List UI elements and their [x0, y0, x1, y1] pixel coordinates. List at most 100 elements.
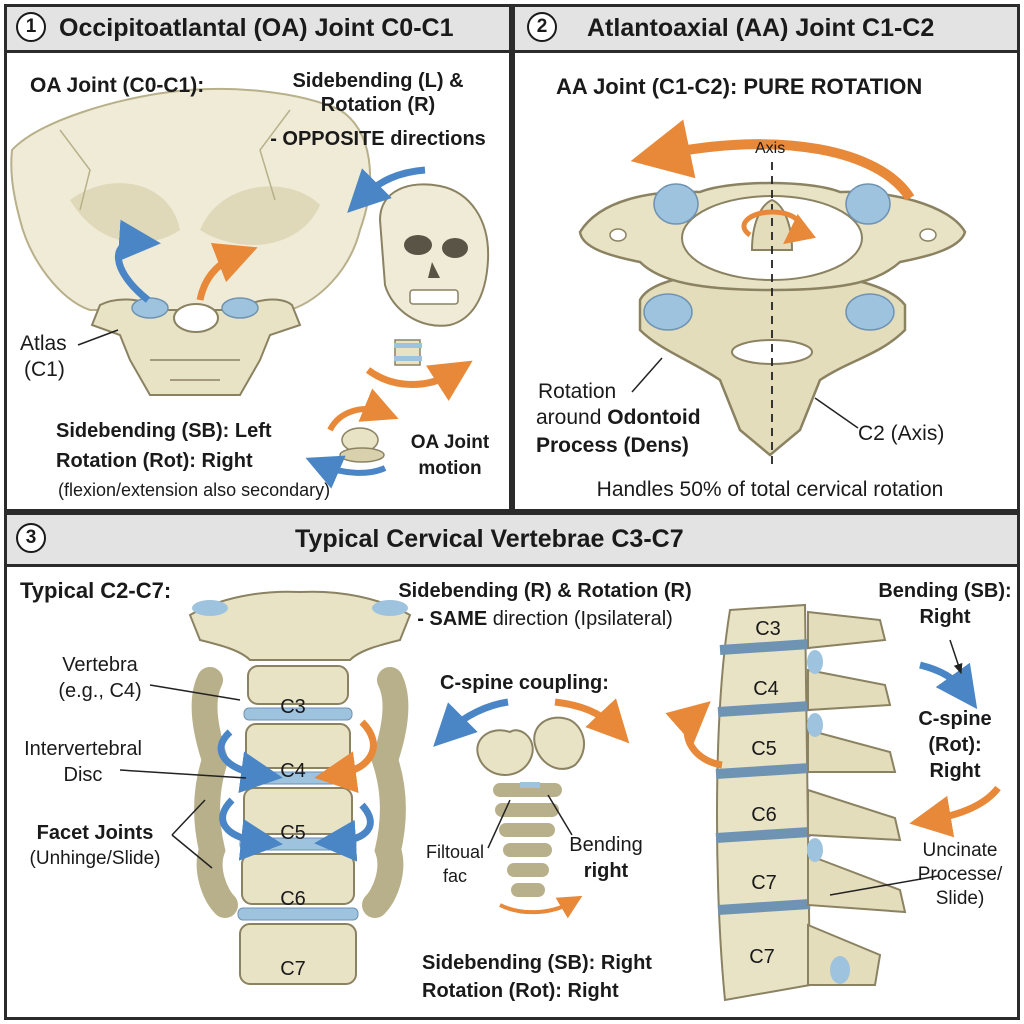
- oa-motion-line-1: Sidebending (L) &: [292, 70, 464, 92]
- filtoual-leader-line: [487, 799, 511, 849]
- bending-line-2: right: [583, 860, 629, 882]
- blue-small-arrow-icon: [305, 455, 387, 489]
- bending-pointer-icon: [949, 639, 963, 675]
- left-level-c7: C7: [280, 958, 306, 980]
- disc-label-line-2: Disc: [63, 764, 103, 786]
- atlas-c1-posterior-illustration: [90, 297, 302, 396]
- same-text: - SAME: [417, 608, 488, 630]
- bending-sb-line-1: Bending (SB):: [878, 580, 1012, 602]
- occiput-skull-illustration: [10, 87, 371, 311]
- coupling-line-2: - SAME direction (Ipsilateral): [380, 608, 710, 632]
- oa-motion-line-3: - OPPOSITE directions: [270, 128, 486, 150]
- panel-2-number: 2: [527, 12, 557, 42]
- right-level-c7-lower: C7: [749, 946, 775, 968]
- blue-curved-arrow-icon: [114, 219, 161, 303]
- panel-2-header: 2 Atlantoaxial (AA) Joint C1-C2: [515, 7, 1017, 53]
- odontoid-text: Odontoid: [607, 406, 701, 429]
- left-cervical-spine-illustration: [188, 590, 412, 985]
- bending-line-1: Bending: [569, 834, 643, 856]
- panel-3-number: 3: [16, 523, 46, 553]
- coupling-blue-arrow-icon: [433, 698, 509, 747]
- uncinate-line-2: Processe/: [917, 864, 1003, 885]
- cspine-rot-line-3: Right: [929, 760, 981, 782]
- lateral-orange-arrow-icon: [665, 701, 723, 769]
- disc-label-line-1: Intervertebral: [24, 738, 142, 760]
- orange-small-arrow-icon: [327, 388, 399, 432]
- cspine-coupling-label: C-spine coupling:: [440, 672, 609, 694]
- oa-joint-heading: OA Joint (C0-C1):: [30, 74, 205, 97]
- facet-label-line-2: (Unhinge/Slide): [29, 848, 161, 869]
- direction-text: direction (Ipsilateral): [487, 608, 673, 630]
- orange-curved-arrow-icon: [196, 243, 258, 301]
- coupling-orange-arrow-icon: [554, 698, 630, 744]
- left-spine-facet-column: [191, 667, 409, 918]
- bending-leader-line: [547, 794, 573, 836]
- left-level-c6: C6: [280, 888, 306, 910]
- atlas-leader-line: [77, 329, 119, 346]
- left-blue-arrow-c5-icon: [219, 797, 283, 861]
- left-level-c4: C4: [280, 760, 306, 782]
- axis-label: Axis: [755, 140, 786, 157]
- head-neck-rotation-illustration: [378, 183, 490, 366]
- rotation-around-text: around: [536, 406, 608, 429]
- right-level-c7-upper: C7: [751, 872, 777, 894]
- rotation-leader-line: [631, 357, 663, 393]
- right-lateral-spine-illustration: [715, 603, 907, 1002]
- panel-1-header: 1 Occipitoatlantal (OA) Joint C0-C1: [7, 7, 509, 53]
- bending-sb-line-2: Right: [919, 606, 971, 628]
- right-blue-arrow-c5-icon: [314, 802, 374, 862]
- oa-rotation-label: Rotation (Rot): Right: [56, 450, 253, 472]
- uncinate-leader-line: [829, 875, 939, 896]
- filtoual-line-1: Filtoual: [425, 842, 485, 862]
- oa-joint-motion-line-2: motion: [418, 458, 482, 479]
- coupling-line-1: Sidebending (R) & Rotation (R): [398, 580, 692, 602]
- left-orange-arrow-c4-icon: [314, 719, 377, 793]
- vertebra-leader-line: [149, 684, 241, 701]
- sb-right-label: Sidebending (SB): Right: [422, 952, 652, 974]
- oa-motion-line-2: Rotation (R): [320, 94, 436, 116]
- oa-sidebending-label: Sidebending (SB): Left: [56, 420, 272, 442]
- c2-axis-label: C2 (Axis): [858, 422, 945, 445]
- oa-joint-motion-line-1: OA Joint: [410, 432, 490, 453]
- rot-orange-arrow-icon: [909, 785, 1001, 838]
- panel-1-title: Occipitoatlantal (OA) Joint C0-C1: [59, 14, 454, 42]
- rotation-label-line-2: around Odontoid: [536, 406, 701, 431]
- orange-rotation-arrow-icon: [365, 360, 473, 402]
- rotation-label-line-1: Rotation: [538, 380, 617, 403]
- rot-right-label: Rotation (Rot): Right: [422, 980, 619, 1002]
- aa-joint-heading: AA Joint (C1-C2): PURE ROTATION: [556, 74, 923, 99]
- left-level-c3: C3: [280, 696, 306, 718]
- panel-3-title: Typical Cervical Vertebrae C3-C7: [295, 525, 684, 553]
- coupling-bottom-arrow-icon: [499, 895, 583, 919]
- oa-joint-mini-icon: [339, 427, 385, 463]
- c2-leader-line: [814, 397, 859, 429]
- disc-leader-line: [119, 769, 247, 779]
- coupling-spine-illustration: [476, 716, 585, 897]
- rotation-label-line-3: Process (Dens): [536, 434, 689, 457]
- right-level-c4: C4: [753, 678, 779, 700]
- oa-secondary-label: (flexion/extension also secondary): [58, 480, 331, 500]
- atlas-label-line-1: Atlas: [20, 332, 67, 355]
- cspine-rot-line-2: (Rot):: [928, 734, 982, 756]
- filtoual-line-2: fac: [442, 866, 467, 886]
- facet-leader-line: [171, 799, 213, 869]
- orange-dens-rotation-arrow-icon: [741, 209, 817, 245]
- orange-large-rotation-arrow-icon: [630, 119, 915, 201]
- atlas-label-line-2: (C1): [24, 358, 65, 381]
- cspine-rot-line-1: C-spine: [918, 708, 992, 730]
- vertebra-label-line-2: (e.g., C4): [58, 680, 142, 702]
- right-level-c5: C5: [751, 738, 777, 760]
- blue-rotation-arrow-icon: [347, 166, 426, 213]
- right-level-c6: C6: [751, 804, 777, 826]
- panel-3-header: 3 Typical Cervical Vertebrae C3-C7: [7, 515, 1017, 567]
- facet-label-line-1: Facet Joints: [36, 822, 154, 844]
- bending-blue-arrow-icon: [919, 661, 978, 710]
- right-level-c3: C3: [755, 618, 781, 640]
- typical-heading: Typical C2-C7:: [20, 578, 172, 603]
- handles-rotation-label: Handles 50% of total cervical rotation: [596, 478, 944, 501]
- uncinate-line-3: Slide): [935, 888, 985, 909]
- vertebra-label-line-1: Vertebra: [62, 654, 138, 676]
- left-blue-arrow-c4-icon: [217, 729, 283, 793]
